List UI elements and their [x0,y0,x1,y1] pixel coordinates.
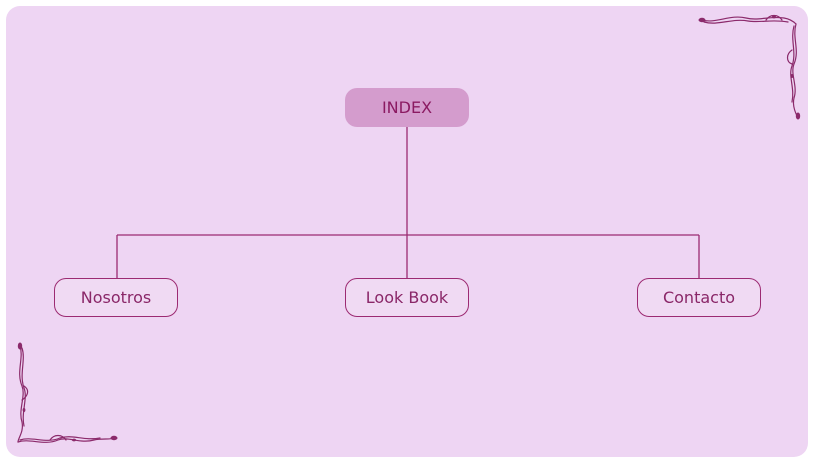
lookbook-node[interactable]: Look Book [345,278,469,317]
nosotros-node-label: Nosotros [80,288,152,307]
nosotros-node[interactable]: Nosotros [54,278,178,317]
index-node-label: INDEX [381,98,433,117]
lookbook-node-label: Look Book [365,288,449,307]
contacto-node[interactable]: Contacto [637,278,761,317]
contacto-node-label: Contacto [662,288,736,307]
index-node[interactable]: INDEX [345,88,469,127]
diagram-canvas [6,6,808,457]
